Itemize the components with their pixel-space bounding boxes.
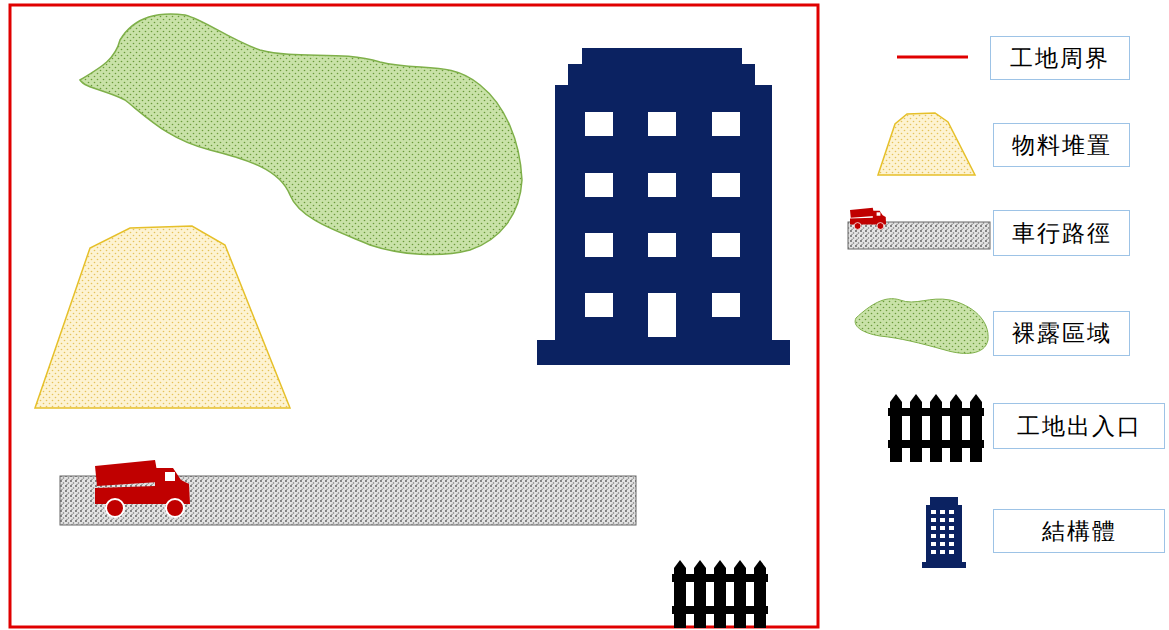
site-gate xyxy=(672,560,768,628)
legend-pile-sample xyxy=(878,113,975,175)
bare-area xyxy=(80,14,522,255)
legend-label-box: 物料堆置 xyxy=(993,123,1130,167)
legend-text: 工地出入口 xyxy=(1017,411,1142,442)
legend-text: 車行路徑 xyxy=(1012,218,1112,249)
site-boundary xyxy=(10,5,818,627)
legend-text: 工地周界 xyxy=(1010,43,1110,74)
legend-label-box: 車行路徑 xyxy=(993,210,1130,256)
legend-label-box: 裸露區域 xyxy=(993,311,1130,356)
legend-bare-sample xyxy=(855,299,988,354)
material-pile xyxy=(35,226,290,408)
legend-text: 物料堆置 xyxy=(1012,130,1112,161)
dump-truck xyxy=(95,460,190,517)
legend-label-box: 工地周界 xyxy=(990,36,1130,80)
legend-gate-sample xyxy=(888,394,984,462)
legend-label-box: 工地出入口 xyxy=(993,403,1165,449)
legend-boundary-sample xyxy=(897,56,968,59)
legend-building-sample xyxy=(922,497,966,568)
legend-truck-sample xyxy=(850,208,886,230)
legend-text: 裸露區域 xyxy=(1012,318,1112,349)
legend-text: 結構體 xyxy=(1042,516,1117,547)
building xyxy=(537,48,790,365)
legend-route-sample xyxy=(848,222,990,249)
legend-label-box: 結構體 xyxy=(993,509,1165,553)
